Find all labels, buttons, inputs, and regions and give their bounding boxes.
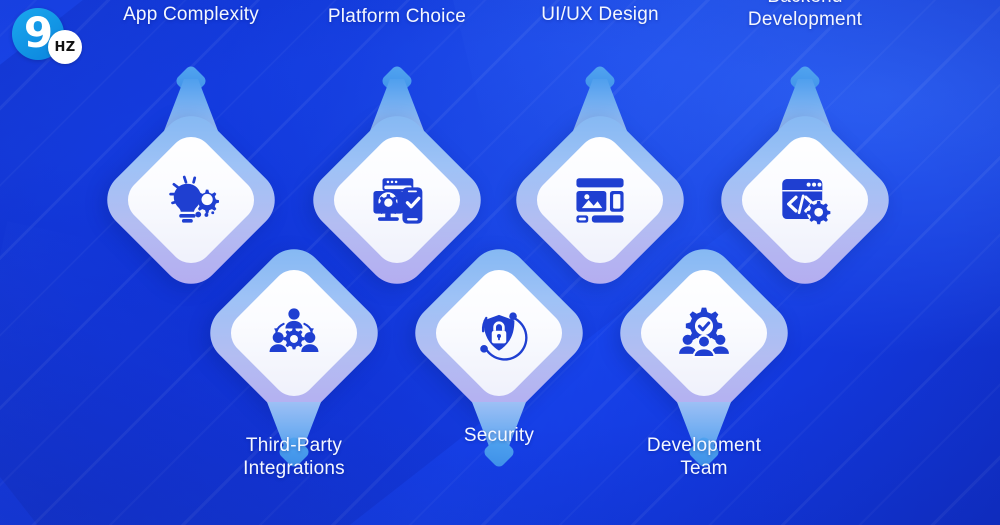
node-visual-platform-choice bbox=[300, 103, 494, 297]
node-label-platform-choice: Platform Choice bbox=[327, 6, 467, 27]
node-uiux-design[interactable]: UI/UX Design bbox=[503, 4, 697, 297]
node-third-party-integrations[interactable]: Third-Party Integrations bbox=[197, 236, 391, 479]
node-platform-choice[interactable]: Platform Choice bbox=[300, 6, 494, 297]
connector-neck bbox=[209, 402, 379, 454]
brand-logo[interactable]: 9 HZ bbox=[12, 8, 104, 70]
node-label-third-party-integrations: Third-Party Integrations bbox=[243, 435, 345, 480]
desktop-mobile-gear-icon bbox=[354, 157, 440, 243]
node-visual-backend-development bbox=[708, 103, 902, 297]
node-label-development-team: Development Team bbox=[646, 435, 762, 480]
node-backend-development[interactable]: Backend Development bbox=[708, 0, 902, 297]
node-visual-uiux-design bbox=[503, 103, 697, 297]
node-label-security: Security bbox=[463, 425, 535, 446]
logo-hz-badge: HZ bbox=[48, 30, 82, 64]
lightbulb-gear-icon bbox=[148, 157, 234, 243]
wireframe-layout-icon bbox=[557, 157, 643, 243]
node-security[interactable]: Security bbox=[402, 236, 596, 469]
node-visual-security bbox=[402, 236, 596, 430]
gear-check-team-icon bbox=[661, 290, 747, 376]
node-app-complexity[interactable]: App Complexity bbox=[94, 4, 288, 297]
shield-lock-icon bbox=[456, 290, 542, 376]
node-visual-development-team bbox=[607, 236, 801, 430]
node-label-app-complexity: App Complexity bbox=[123, 4, 259, 25]
connector-neck bbox=[414, 402, 584, 454]
node-label-backend-development: Backend Development bbox=[747, 0, 863, 31]
node-label-uiux-design: UI/UX Design bbox=[541, 4, 659, 25]
node-visual-app-complexity bbox=[94, 103, 288, 297]
code-window-gear-icon bbox=[762, 157, 848, 243]
people-network-gear-icon bbox=[251, 290, 337, 376]
connector-neck bbox=[619, 402, 789, 454]
node-development-team[interactable]: Development Team bbox=[607, 236, 801, 479]
node-visual-third-party-integrations bbox=[197, 236, 391, 430]
